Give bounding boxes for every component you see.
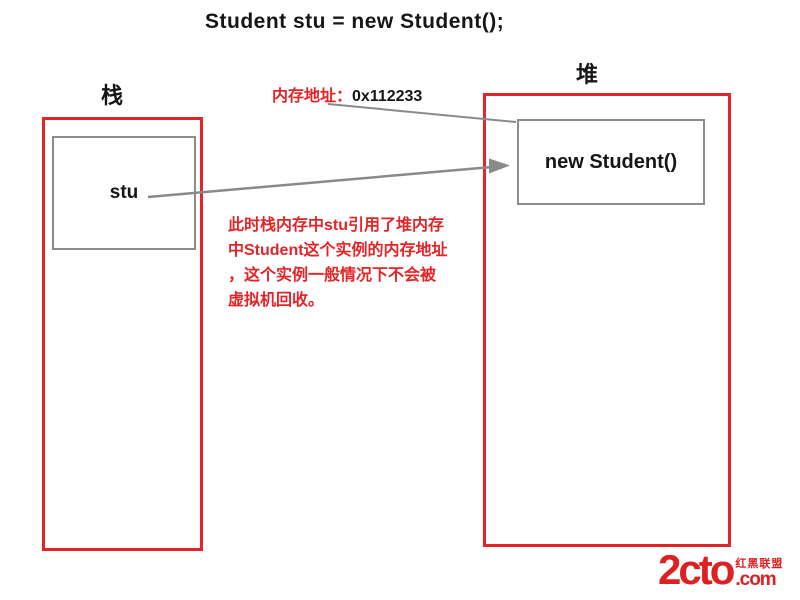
logo-brand-text: 2cto: [658, 546, 735, 593]
memory-address-callout: 内存地址：0x112233: [272, 82, 422, 106]
stack-variable-name: stu: [109, 182, 139, 203]
heap-region-label: 堆: [576, 62, 599, 87]
stack-region-rect: [42, 117, 203, 551]
logo-side-block: 红黑联盟 .com: [735, 555, 783, 589]
note-line: ，这个实例一般情况下不会被: [228, 267, 437, 284]
stack-variable-box: stu: [52, 136, 196, 250]
memory-address-value: 0x112233: [352, 88, 423, 105]
explanation-note: 此时栈内存中stu引用了堆内存 中Student这个实例的内存地址 ，这个实例一…: [228, 213, 448, 313]
logo-domain-suffix: .com: [735, 569, 776, 590]
memory-address-label: 内存地址：: [272, 88, 353, 105]
note-line: 虚拟机回收。: [228, 292, 325, 309]
logo-tagline-text: 红黑联盟: [735, 558, 784, 570]
stack-region-label: 栈: [101, 83, 124, 108]
note-line: 此时栈内存中stu引用了堆内存: [228, 217, 445, 234]
diagram-title: Student stu = new Student();: [205, 10, 505, 33]
heap-object-box: new Student(): [517, 119, 705, 205]
watermark-logo: 2cto 红黑联盟 .com: [658, 548, 783, 592]
heap-object-label: new Student(): [544, 150, 678, 173]
heap-region-rect: [483, 93, 731, 547]
note-line: 中Student这个实例的内存地址: [228, 242, 448, 259]
